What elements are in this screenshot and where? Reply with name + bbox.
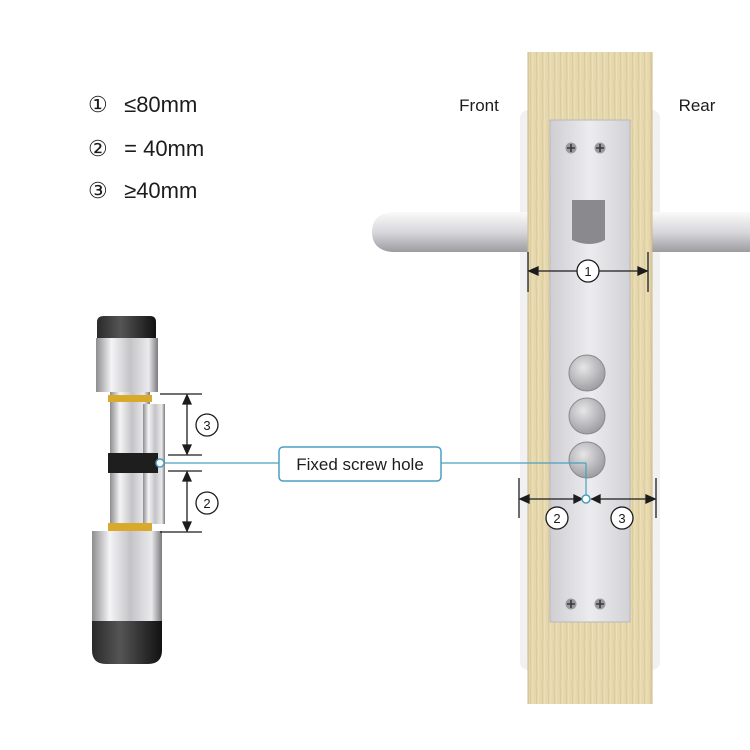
deadbolt-1	[568, 354, 606, 392]
spec-marker-1: ①	[88, 92, 108, 117]
dim-1-label: 1	[584, 264, 591, 279]
dim-2-door-label: 2	[553, 511, 560, 526]
cylinder-cap-top	[97, 316, 156, 340]
latch-bolt	[572, 200, 605, 244]
callout-box	[278, 446, 442, 482]
lock-body-plate	[549, 119, 631, 623]
dim-3-door-label: 3	[618, 511, 625, 526]
dimension-2-3-door: 2 3	[518, 478, 657, 530]
cylinder-lock	[92, 316, 165, 664]
callout-label: Fixed screw hole	[296, 455, 424, 474]
cylinder-cap-bottom	[92, 621, 162, 664]
brass-ring-bottom	[108, 523, 152, 531]
dim-3-cylinder-label: 3	[203, 418, 210, 433]
brass-ring-top	[108, 395, 152, 402]
rear-label: Rear	[679, 96, 716, 115]
spec-value-1: ≤80mm	[124, 92, 198, 117]
deadbolt-2	[568, 397, 606, 435]
spec-row-2: ② = 40mm	[88, 136, 204, 162]
screw-hole-callout: Fixed screw hole	[164, 446, 591, 504]
spec-row-3: ③ ≥40mm	[88, 178, 197, 204]
dim-2-cylinder-label: 2	[203, 496, 210, 511]
spec-value-3: ≥40mm	[124, 178, 198, 203]
deadbolt-3	[568, 441, 606, 479]
spec-row-1: ① ≤80mm	[88, 92, 197, 118]
front-label: Front	[459, 96, 499, 115]
cam	[108, 453, 158, 473]
dimension-1: 1	[527, 252, 649, 292]
spec-value-2: = 40mm	[124, 136, 205, 161]
dimension-2-3-cylinder: 3 2	[160, 393, 219, 533]
spec-marker-3: ③	[88, 178, 108, 203]
plate-screw-top	[565, 142, 606, 154]
door-screw-hole-marker	[581, 494, 591, 504]
spec-marker-2: ②	[88, 136, 108, 161]
screw-hole-marker	[155, 458, 165, 468]
plate-screw-bottom	[565, 598, 606, 610]
cylinder-knob-top	[96, 338, 158, 392]
cylinder-knob-bottom	[92, 531, 162, 621]
